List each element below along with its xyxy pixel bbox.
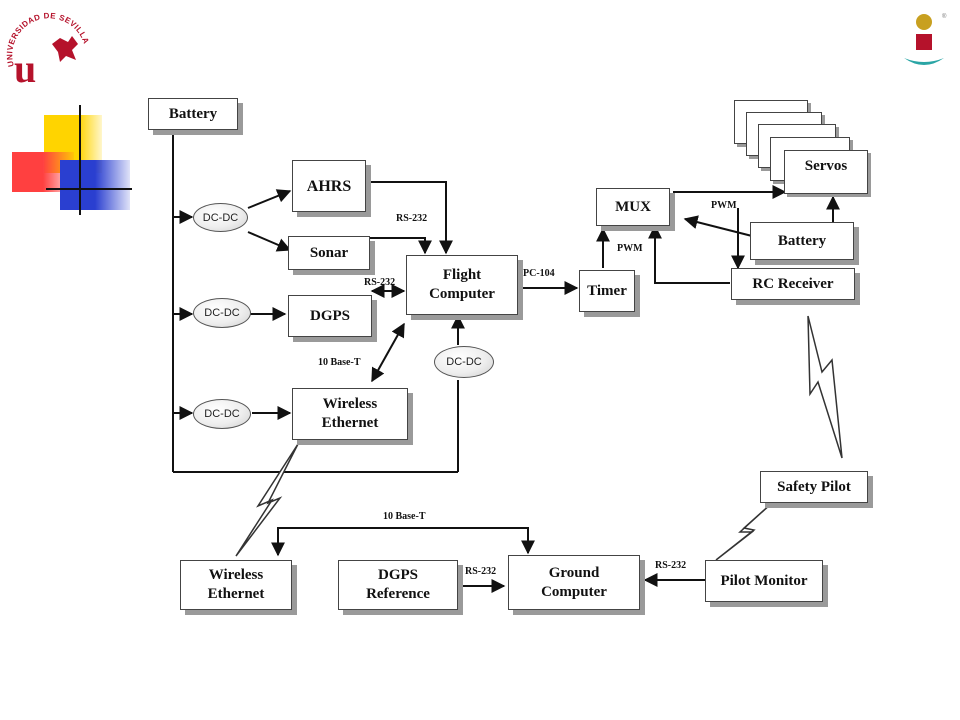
dc-dc-converter: DC-DC bbox=[193, 298, 251, 328]
sonar-block: Sonar bbox=[288, 236, 370, 270]
pilot-monitor-block: Pilot Monitor bbox=[705, 560, 823, 602]
pwm-timer-label: PWM bbox=[617, 243, 643, 254]
base-t-onboard-label: 10 Base-T bbox=[318, 357, 361, 368]
rs232-dgps-label: RS-232 bbox=[364, 277, 396, 288]
servos-block: Servos bbox=[784, 150, 868, 194]
ahrs-block: AHRS bbox=[292, 160, 366, 212]
dc-dc-converter: DC-DC bbox=[193, 399, 251, 429]
rs232-dgps-ref-label: RS-232 bbox=[465, 566, 497, 577]
mux-block: MUX bbox=[596, 188, 670, 226]
dgps-block: DGPS bbox=[288, 295, 372, 337]
rc-receiver-block: RC Receiver bbox=[731, 268, 855, 300]
radio-link-lightning bbox=[715, 502, 773, 561]
radio-link-lightning bbox=[235, 443, 299, 557]
university-seal-icon: UNIVERSIDAD DE SEVILLA u bbox=[5, 11, 90, 91]
color-squares-decoration bbox=[12, 100, 137, 215]
dc-dc-converter: DC-DC bbox=[434, 346, 494, 378]
logo-mark: u bbox=[14, 46, 36, 91]
timer-block: Timer bbox=[579, 270, 635, 312]
pwm-mux-label: PWM bbox=[711, 200, 737, 211]
rs232-ahrs-label: RS-232 bbox=[396, 213, 428, 224]
rs232-pilot-label: RS-232 bbox=[655, 560, 687, 571]
base-t-ground-label: 10 Base-T bbox=[383, 511, 426, 522]
battery-main-block: Battery bbox=[148, 98, 238, 130]
battery-rc-block: Battery bbox=[750, 222, 854, 260]
institution-emblem-icon: ® bbox=[904, 13, 947, 65]
safety-pilot-block: Safety Pilot bbox=[760, 471, 868, 503]
dc-dc-converter: DC-DC bbox=[193, 203, 248, 232]
svg-text:®: ® bbox=[942, 13, 947, 20]
radio-link-lightning bbox=[807, 315, 843, 459]
pc104-label: PC-104 bbox=[523, 268, 555, 279]
